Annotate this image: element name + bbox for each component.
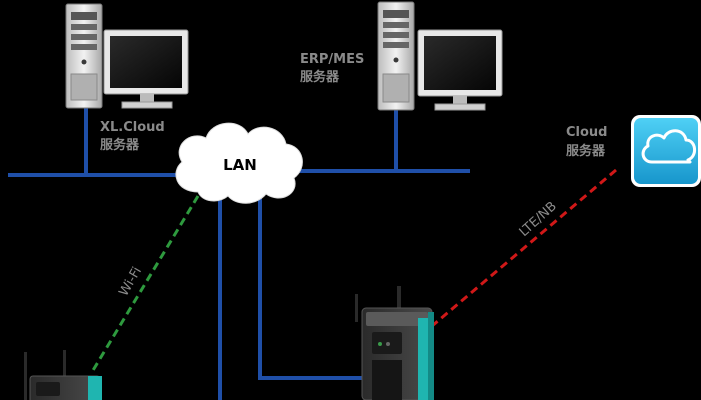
monitor-icon (417, 29, 503, 111)
xl-cloud-server-type: 服务器 (100, 137, 140, 153)
iot-gateway-right (355, 286, 434, 400)
wifi-line (90, 195, 200, 373)
lan-cloud-icon (175, 122, 303, 204)
server-tower-icon (65, 3, 103, 109)
lan-hub: LAN (175, 122, 303, 204)
lan-label: LAN (223, 156, 257, 174)
cloud-server: Cloud 服务器 (566, 115, 701, 187)
xl-cloud-server-name: XL.Cloud (100, 120, 165, 135)
iot-gateway-icon (355, 286, 434, 400)
lan-to-gateway-right (258, 190, 365, 380)
monitor-icon (103, 29, 189, 109)
server-tower-icon (377, 1, 415, 111)
lan-backbone (8, 108, 470, 400)
cloud-server-name: Cloud (566, 125, 608, 140)
erp-mes-server: ERP/MES 服务器 (300, 1, 503, 111)
iot-gateway-left (24, 350, 102, 400)
erp-mes-server-type: 服务器 (300, 69, 340, 85)
wifi-label: Wi-Fi (116, 265, 144, 299)
lte-nb-link: LTE/NB (431, 168, 617, 328)
lte-nb-line (431, 168, 617, 328)
iot-gateway-icon (24, 350, 102, 400)
xl-cloud-server: XL.Cloud 服务器 (65, 3, 189, 153)
erp-mes-server-name: ERP/MES (300, 52, 364, 67)
lte-nb-label: LTE/NB (517, 199, 560, 240)
cloud-server-type: 服务器 (566, 143, 606, 159)
cloud-icon (631, 115, 701, 187)
wifi-link: Wi-Fi (90, 195, 200, 373)
